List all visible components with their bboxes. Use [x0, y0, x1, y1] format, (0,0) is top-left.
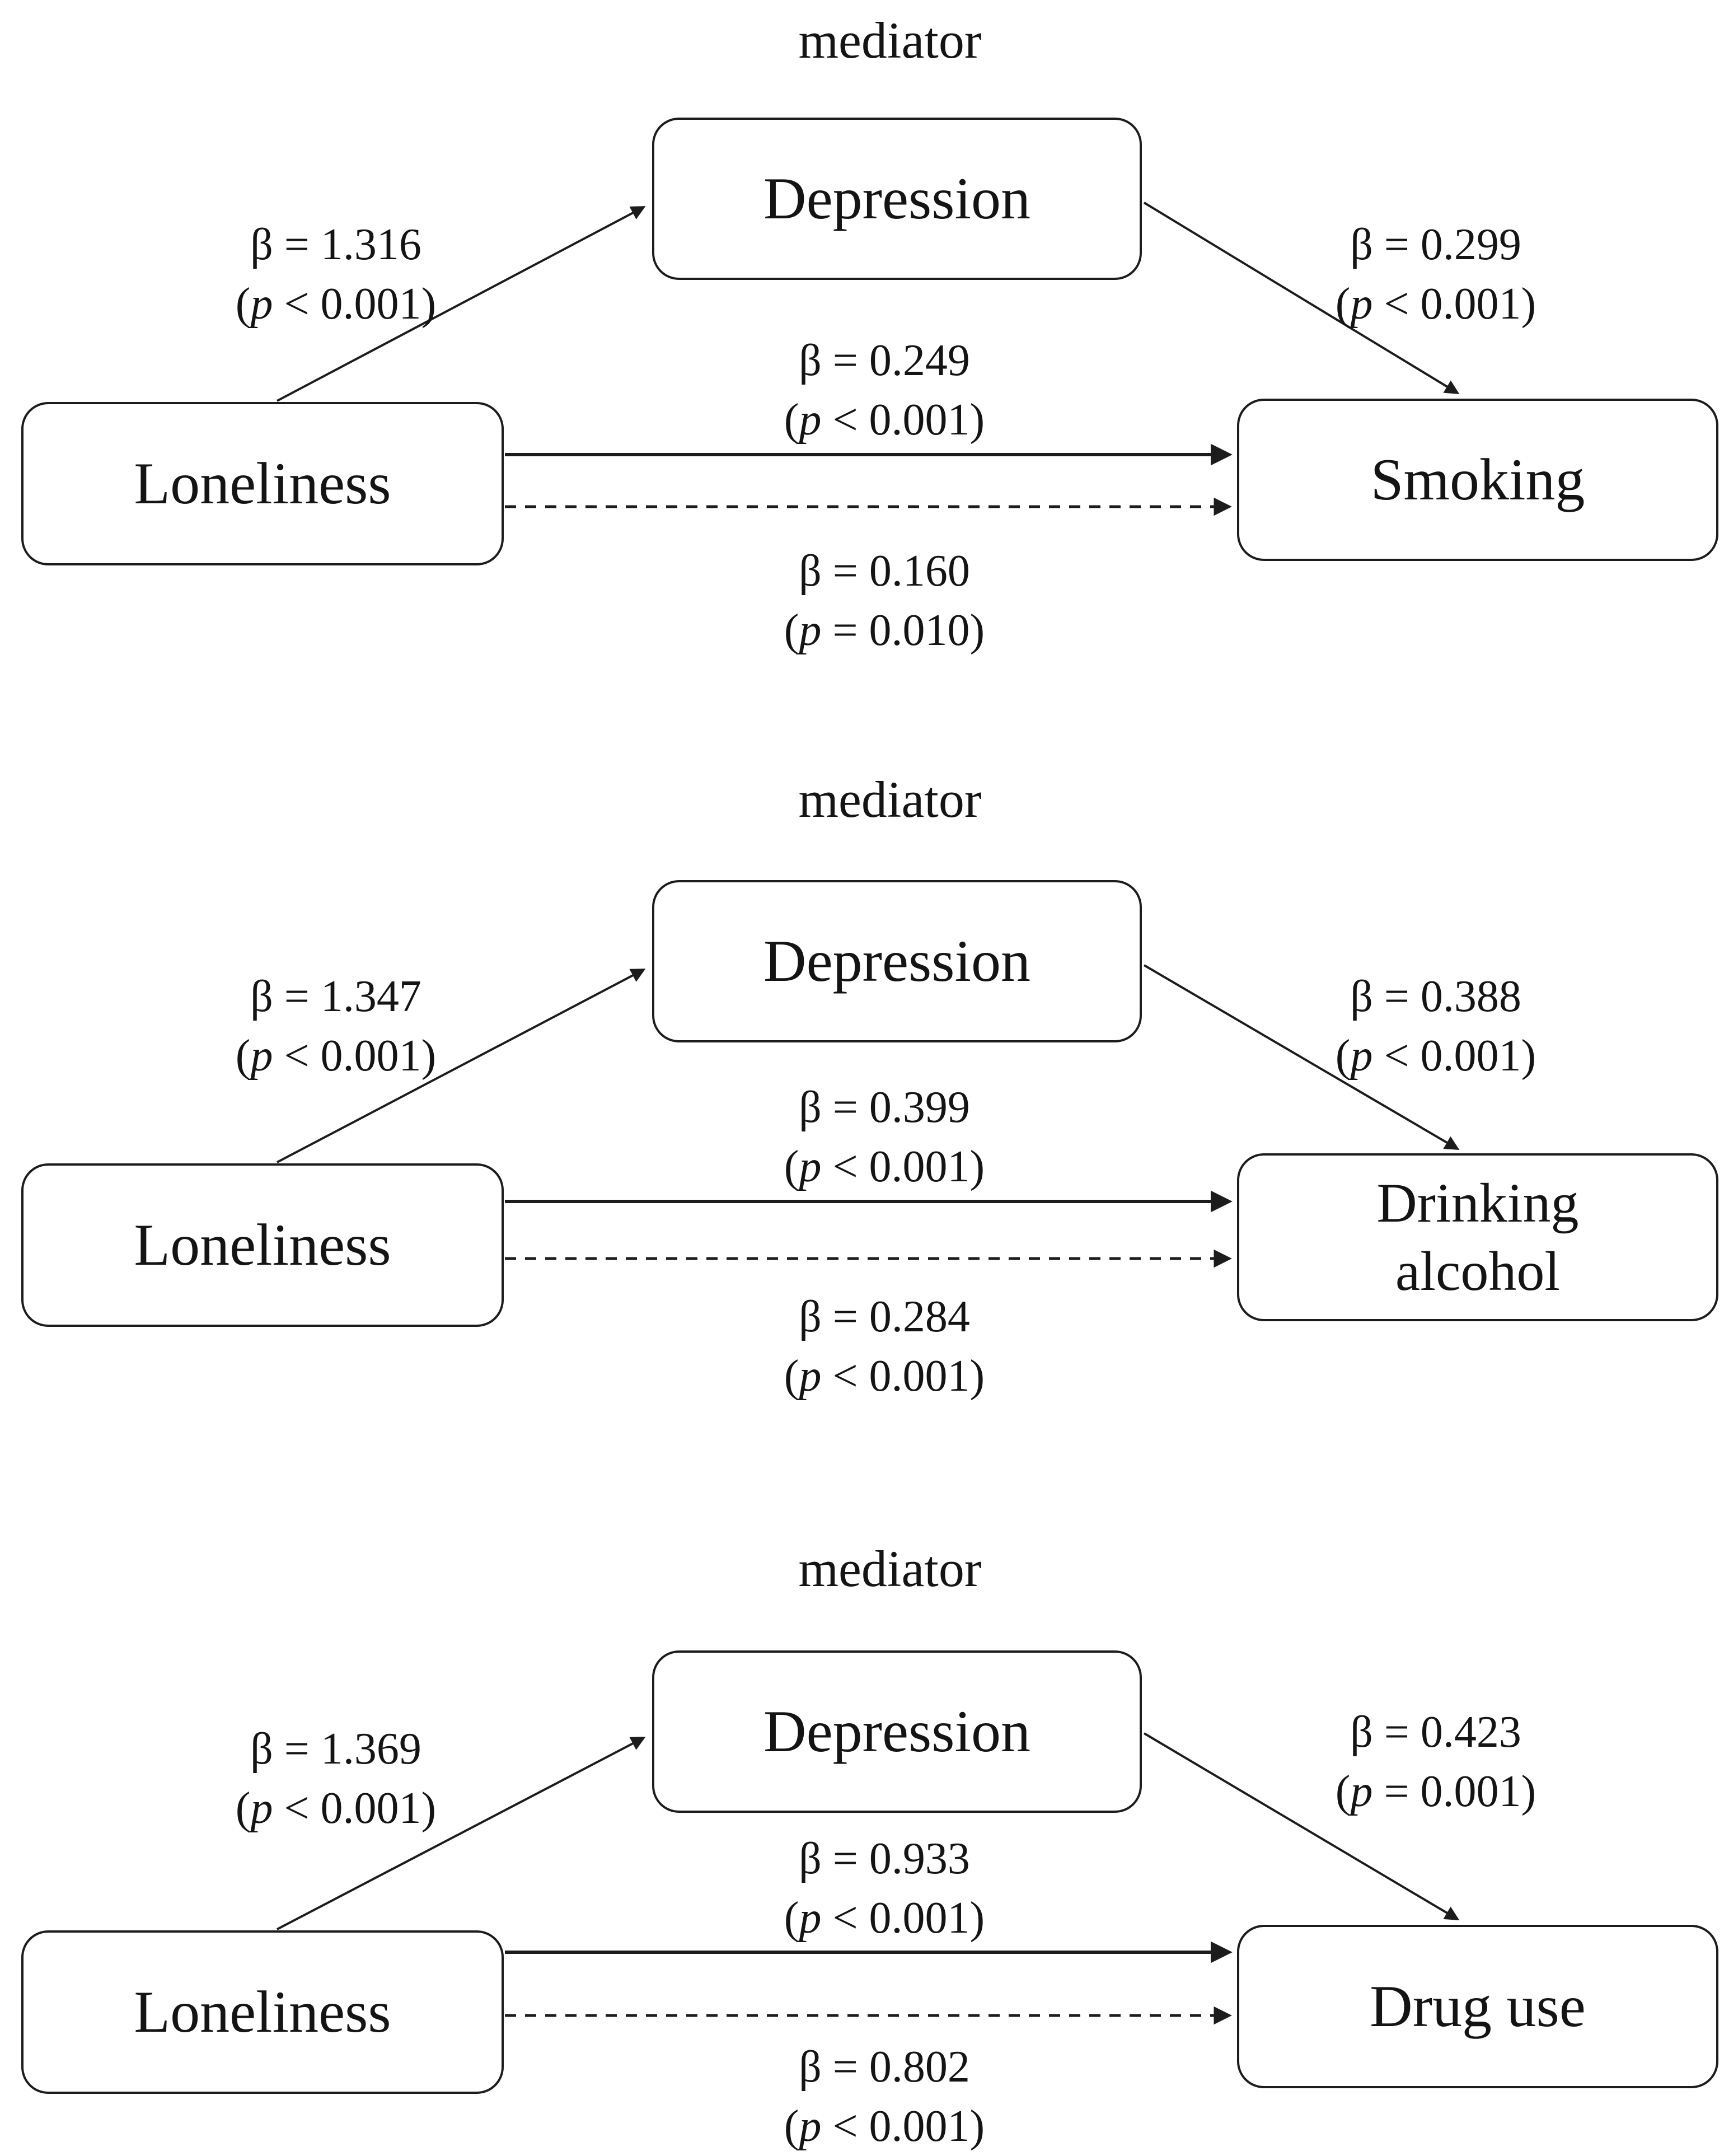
p-value: (p = 0.010): [784, 605, 985, 655]
model1-direct-effect-label: β = 0.249 (p < 0.001): [688, 331, 1080, 450]
beta-value: β = 1.316: [250, 220, 421, 269]
model1-mediator-box: Depression: [652, 118, 1142, 280]
beta-value: β = 0.284: [799, 1292, 970, 1341]
beta-value: β = 0.802: [799, 2042, 970, 2092]
beta-value: β = 0.933: [799, 1834, 970, 1883]
beta-value: β = 0.160: [799, 546, 970, 596]
model2-path-b-arrow: [1143, 964, 1460, 1150]
model3-path-b-label: β = 0.423 (p = 0.001): [1262, 1703, 1609, 1821]
model1-mediator-label: Depression: [763, 166, 1030, 232]
model3-mediator-box: Depression: [652, 1650, 1142, 1813]
model2-mediator-label: Depression: [763, 928, 1030, 994]
p-value: (p = 0.001): [1335, 1766, 1536, 1816]
p-value: (p < 0.001): [1335, 279, 1536, 329]
model3-mediator-caption: mediator: [798, 1540, 982, 1597]
model3-direct-effect-label: β = 0.933 (p < 0.001): [688, 1830, 1080, 1948]
p-value: (p < 0.001): [784, 1351, 985, 1401]
model1-outcome-box: Smoking: [1237, 399, 1718, 561]
p-value: (p < 0.001): [784, 395, 985, 445]
model3-mediator-label: Depression: [763, 1699, 1030, 1765]
model1-source-box: Loneliness: [21, 402, 504, 565]
beta-value: β = 0.249: [799, 336, 970, 385]
model1-outcome-label-line1: Smoking: [1370, 447, 1585, 513]
model1-path-b-label: β = 0.299 (p < 0.001): [1262, 216, 1609, 334]
model3-path-a-label: β = 1.369 (p < 0.001): [162, 1720, 509, 1838]
model3-outcome-box: Drug use: [1237, 1925, 1718, 2088]
beta-value: β = 1.347: [250, 972, 421, 1021]
p-value: (p < 0.001): [235, 1031, 437, 1081]
p-value: (p < 0.001): [235, 279, 437, 329]
model1-path-b-arrow: [1143, 202, 1460, 395]
model1-source-label: Loneliness: [134, 451, 391, 517]
model1-mediator-caption: mediator: [798, 12, 982, 69]
model3-source-box: Loneliness: [21, 1930, 504, 2094]
beta-value: β = 0.423: [1350, 1708, 1521, 1757]
p-value: (p < 0.001): [784, 1893, 985, 1943]
p-value: (p < 0.001): [1335, 1031, 1536, 1081]
model2-total-effect-label: β = 0.284 (p < 0.001): [688, 1288, 1080, 1406]
model1-path-a-arrow: [277, 206, 646, 402]
model3-outcome-label-line1: Drug use: [1370, 1973, 1586, 2040]
model2-source-label: Loneliness: [134, 1212, 391, 1278]
model1-total-effect-label: β = 0.160 (p = 0.010): [688, 542, 1080, 660]
beta-value: β = 0.299: [1350, 220, 1521, 269]
model2-path-a-label: β = 1.347 (p < 0.001): [162, 967, 509, 1086]
model1-path-a-label: β = 1.316 (p < 0.001): [162, 216, 509, 334]
model2-mediator-box: Depression: [652, 880, 1142, 1042]
model2-path-b-label: β = 0.388 (p < 0.001): [1262, 967, 1609, 1086]
model2-source-box: Loneliness: [21, 1163, 504, 1327]
model2-direct-effect-label: β = 0.399 (p < 0.001): [688, 1078, 1080, 1196]
p-value: (p < 0.001): [784, 2101, 985, 2151]
model3-path-a-arrow: [277, 1737, 646, 1930]
model3-source-label: Loneliness: [134, 1979, 391, 2045]
p-value: (p < 0.001): [235, 1783, 437, 1833]
model3-total-effect-label: β = 0.802 (p < 0.001): [688, 2038, 1080, 2156]
beta-value: β = 1.369: [250, 1724, 421, 1774]
model2-outcome-label-line1: Drinking: [1376, 1172, 1579, 1234]
model3-path-b-arrow: [1143, 1732, 1460, 1920]
model2-path-a-arrow: [277, 969, 646, 1163]
model2-outcome-box: Drinking alcohol: [1237, 1153, 1718, 1321]
beta-value: β = 0.388: [1350, 972, 1521, 1021]
p-value: (p < 0.001): [784, 1142, 985, 1191]
model2-outcome-label-line2: alcohol: [1395, 1240, 1561, 1302]
beta-value: β = 0.399: [799, 1083, 970, 1132]
model2-mediator-caption: mediator: [798, 771, 982, 828]
